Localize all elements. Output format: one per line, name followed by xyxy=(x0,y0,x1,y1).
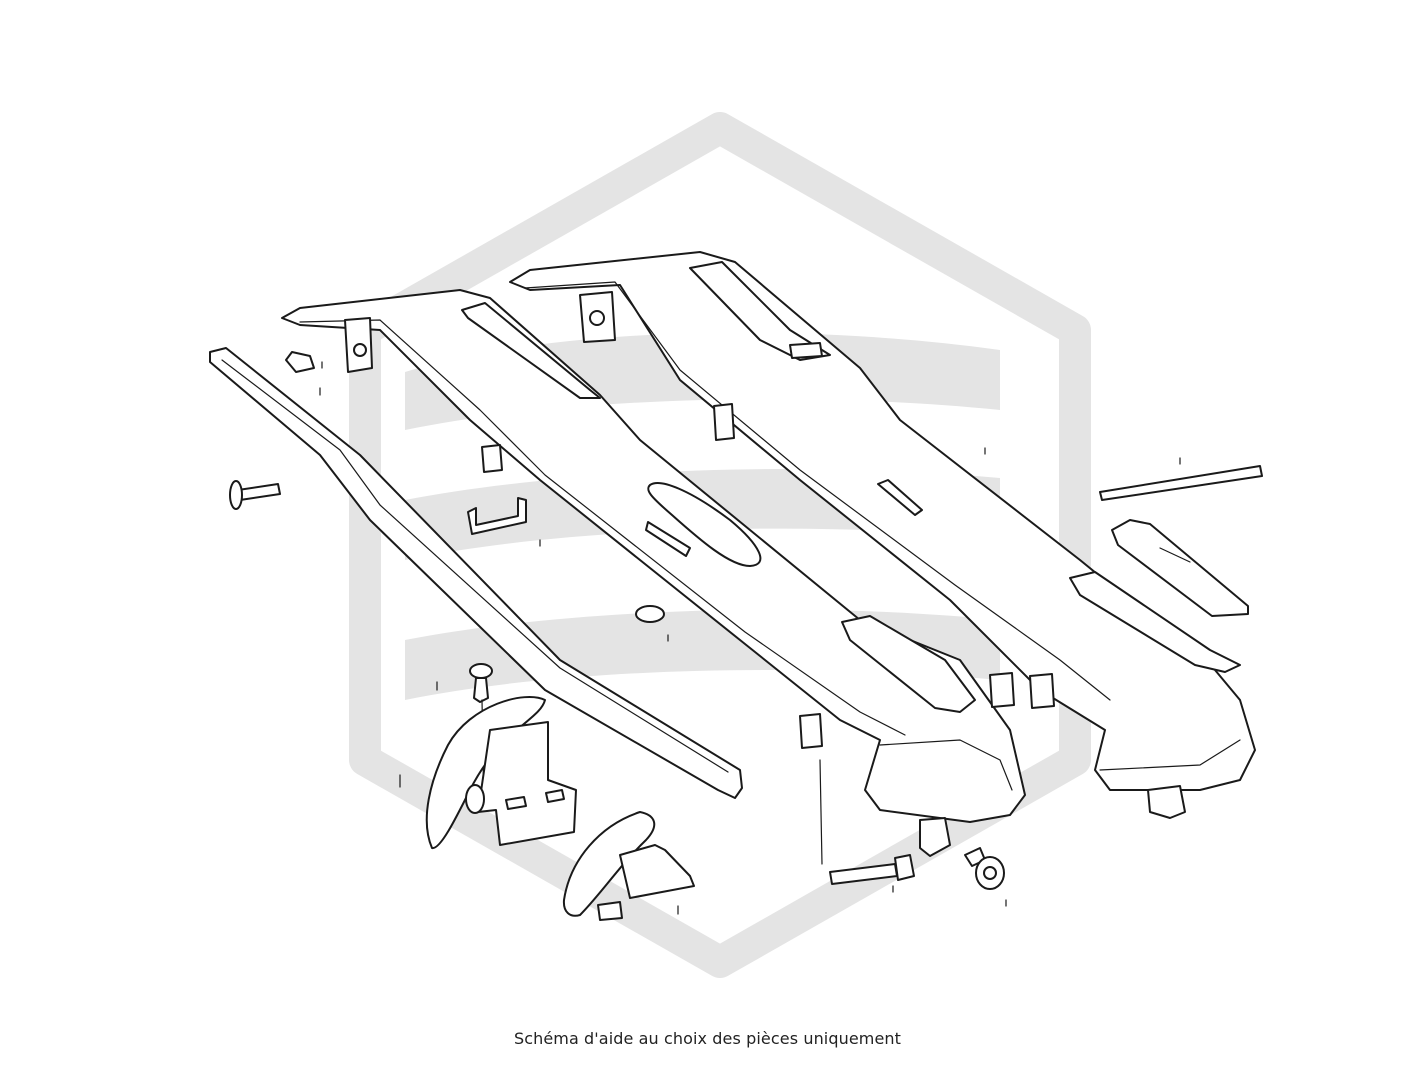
mounting-clips xyxy=(481,403,1186,857)
rear-tailgate-trim xyxy=(509,251,1256,791)
front-tailgate-trim xyxy=(281,289,1026,823)
bracket-clip xyxy=(467,497,527,535)
flat-strip xyxy=(1099,465,1263,501)
long-bolt xyxy=(819,759,915,885)
screw-clip xyxy=(285,351,315,373)
push-pin xyxy=(229,480,281,510)
right-end-cap xyxy=(562,811,695,921)
diagram-caption: Schéma d'aide au choix des pièces unique… xyxy=(513,1029,902,1048)
leader-marks xyxy=(319,361,1181,915)
left-end-cap xyxy=(425,696,577,849)
torx-screw xyxy=(964,847,1005,890)
push-rivet xyxy=(469,663,493,811)
emblem-plate xyxy=(1111,519,1249,617)
long-trim-strip xyxy=(209,347,743,799)
